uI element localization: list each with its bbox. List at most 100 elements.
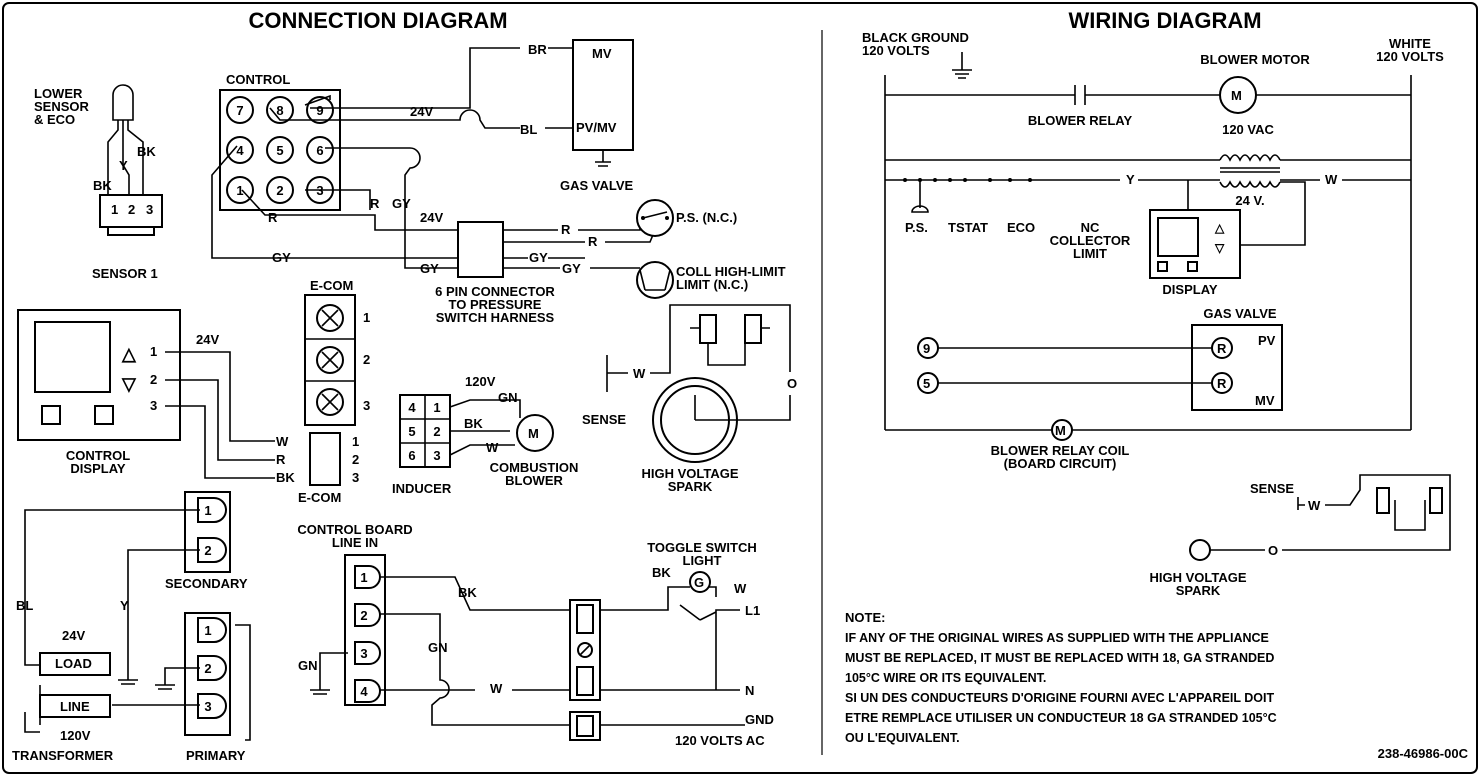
lineboard-pin-label: 2 — [360, 608, 367, 623]
wire-r-left — [241, 189, 458, 231]
wiring-mv: MV — [1255, 393, 1275, 408]
ecom-plug-1: 1 — [352, 434, 359, 449]
sensor-pin-1: 1 — [111, 202, 118, 217]
six-pin-body — [457, 221, 504, 278]
display-pin-1: 1 — [150, 344, 157, 359]
valve-leads — [545, 47, 611, 167]
wiring-o: O — [1268, 543, 1278, 558]
wiring-ps: P.S. — [905, 220, 928, 235]
spark-o: O — [787, 376, 797, 391]
conn-r2: R — [561, 222, 571, 237]
wiring-display-down: ▽ — [1214, 241, 1225, 255]
conn-gy5: GY — [562, 261, 581, 276]
wiring-tstat: TSTAT — [948, 220, 988, 235]
wire-r-mid — [305, 189, 371, 210]
spark-w: W — [633, 366, 646, 381]
transformer-24v: 24V — [62, 628, 85, 643]
blower-motor-label: BLOWER MOTOR — [1200, 52, 1310, 67]
display-screen — [34, 321, 111, 393]
lineboard-wires — [310, 576, 570, 726]
inducer-bk: BK — [464, 416, 483, 431]
wiring-r1: R — [1217, 341, 1227, 356]
toggle-l1: L1 — [745, 603, 760, 618]
inducer-pin: 2 — [433, 424, 440, 439]
control-pin — [266, 176, 294, 204]
line-n: N — [745, 683, 754, 698]
ecom-num-3: 3 — [363, 398, 370, 413]
valve-pvmv: PV/MV — [576, 120, 617, 135]
lineboard-pin — [354, 603, 381, 627]
valve-mv: MV — [592, 46, 612, 61]
transformer-bl: BL — [16, 598, 33, 613]
transformer-y: Y — [120, 598, 129, 613]
ecom-connector: E-COM 1 2 3 W R BK 1 2 3 E-COM — [276, 278, 370, 505]
secondary-pin-label: 1 — [204, 503, 211, 518]
display-up-icon: △ — [121, 344, 137, 364]
sensor-wire-bk2: BK — [93, 178, 112, 193]
note-line: SI UN DES CONDUCTEURS D'ORIGINE FOURNI A… — [845, 691, 1274, 705]
primary-pin-label: 2 — [204, 661, 211, 676]
inducer-pin: 4 — [408, 400, 416, 415]
ecom-label: E-COM — [298, 490, 341, 505]
control-pin — [306, 136, 334, 164]
inducer-pin: 6 — [408, 448, 415, 463]
conn-gy3: GY — [420, 261, 439, 276]
lineboard-gn1: GN — [298, 658, 318, 673]
blower-motor-m: M — [1231, 88, 1242, 103]
wiring-spark-icon — [1189, 539, 1211, 561]
wire-gy-mid — [325, 147, 458, 269]
connection-diagram-title: CONNECTION DIAGRAM — [248, 8, 507, 33]
secondary-pin — [197, 537, 227, 563]
inducer-pin: 3 — [433, 448, 440, 463]
toggle-w: W — [734, 581, 747, 596]
display-wires — [165, 351, 275, 479]
ps-circle — [636, 199, 674, 237]
control-pin — [226, 176, 254, 204]
primary-pin-label: 3 — [204, 699, 211, 714]
transformer-label: TRANSFORMER — [12, 748, 114, 763]
control-pin — [226, 136, 254, 164]
wiring-9: 9 — [923, 341, 930, 356]
note-line: OU L'EQUIVALENT. — [845, 731, 960, 745]
ecom-plug-3: 3 — [352, 470, 359, 485]
sensor-pin-3: 3 — [146, 202, 153, 217]
control-pin-label: 9 — [316, 103, 323, 118]
secondary-pin — [197, 497, 227, 523]
transformer-wires — [24, 509, 251, 741]
toggle-g: G — [694, 575, 704, 590]
conn-24v: 24V — [420, 210, 443, 225]
transformer-line: LINE — [60, 699, 90, 714]
blower-relay-coil — [1051, 419, 1073, 441]
wiring-gas-valve-box — [1191, 324, 1283, 411]
ecom-num-2: 2 — [363, 352, 370, 367]
gas-valve-body — [572, 39, 634, 151]
gas-valve: MV PV/MV BR BL GAS VALVE — [520, 39, 634, 193]
note-block: NOTE: IF ANY OF THE ORIGINAL WIRES AS SU… — [845, 610, 1469, 761]
sensor-label: SENSOR 1 — [92, 266, 158, 281]
wiring-display-up: △ — [1214, 221, 1225, 235]
primary-pin — [197, 617, 227, 643]
ecom-wire-w: W — [276, 434, 289, 449]
primary-label: PRIMARY — [186, 748, 246, 763]
ecom-plug-2: 2 — [352, 452, 359, 467]
sensor-bulb — [112, 84, 134, 121]
wiring-r2: R — [1217, 376, 1227, 391]
wiring-display-label: DISPLAY — [1162, 282, 1217, 297]
wire-control-to-mv — [304, 47, 520, 109]
ecom-title: E-COM — [310, 278, 353, 293]
conn-r1: R — [370, 196, 380, 211]
valve-br: BR — [528, 42, 547, 57]
sensor-leads — [107, 120, 144, 195]
